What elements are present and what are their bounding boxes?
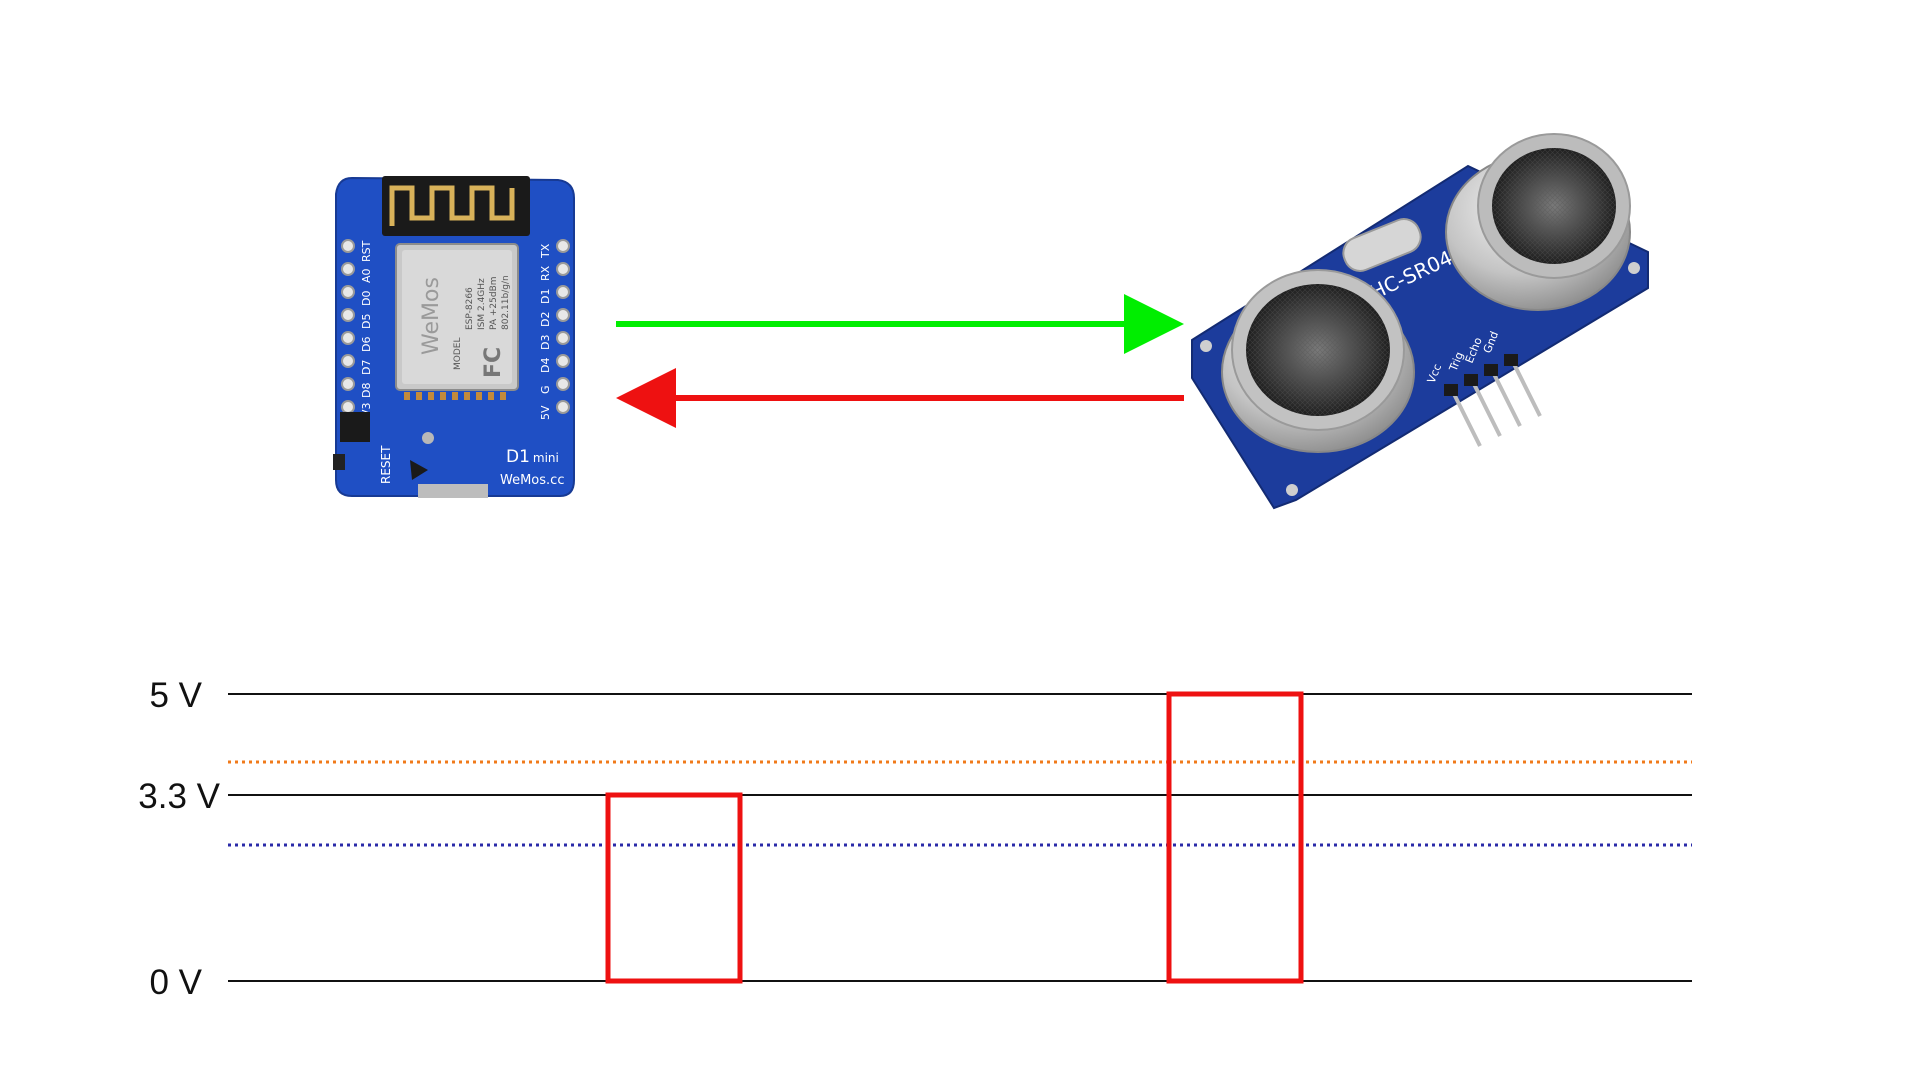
voltage-signal-diagram: [228, 691, 1692, 984]
chip-line-2: ISM 2.4GHz: [477, 278, 487, 330]
reset-button: [340, 412, 370, 442]
fcc-mark: FC: [481, 347, 506, 378]
right-pin-holes: [556, 239, 570, 414]
level-label-3v3: 3.3 V: [138, 777, 220, 816]
right-pin-labels: TX RX D1 D2 D3 D4 G 5V: [539, 243, 552, 420]
sensor-header-pins: [1450, 359, 1542, 447]
chip-line-1: ESP-8266: [465, 287, 475, 330]
trigger-pulse: [605, 792, 743, 984]
pin-label-g: G: [539, 385, 552, 394]
chip-line-4: 802.11b/g/n: [501, 275, 511, 330]
pin-label-d1: D1: [539, 289, 552, 304]
pin-label-a0: A0: [360, 268, 373, 283]
chip-line-3: PA +25dBm: [489, 276, 499, 330]
wemos-d1-mini-board: WeMos MODEL ESP-8266 ISM 2.4GHz PA +25dB…: [333, 176, 575, 498]
micro-usb-port: [418, 484, 488, 498]
pin-label-d5: D5: [360, 314, 373, 329]
pin-label-d0: D0: [360, 291, 373, 306]
left-pin-holes: [341, 239, 355, 414]
level-label-5v: 5 V: [149, 676, 202, 715]
pin-label-5v: 5V: [539, 405, 552, 420]
hc-sr04-sensor: HC-SR04 Vcc Trig Echo Gnd: [1191, 133, 1649, 510]
chip-brand-text: WeMos: [419, 277, 444, 355]
level-label-0v: 0 V: [149, 963, 202, 1002]
pin-label-d6: D6: [360, 337, 373, 352]
pin-label-rx: RX: [539, 265, 552, 281]
chip-model-label: MODEL: [453, 338, 463, 370]
reset-label: RESET: [379, 445, 393, 484]
pin-label-rst: RST: [360, 240, 373, 262]
pin-label-d3: D3: [539, 335, 552, 350]
crystal-oscillator: [1342, 218, 1422, 272]
board-site-label: WeMos.cc: [500, 473, 564, 488]
transducer-right: [1445, 133, 1631, 311]
pin-label-d8: D8: [360, 383, 373, 398]
echo-pulse: [1166, 691, 1304, 984]
left-pin-labels: RST A0 D0 D5 D6 D7 D8 3V3: [360, 240, 373, 424]
pin-label-tx: TX: [539, 243, 552, 259]
transducer-left: [1221, 269, 1415, 453]
pin-label-d2: D2: [539, 312, 552, 327]
pin-label-d7: D7: [360, 360, 373, 375]
pin-label-d4: D4: [539, 358, 552, 373]
